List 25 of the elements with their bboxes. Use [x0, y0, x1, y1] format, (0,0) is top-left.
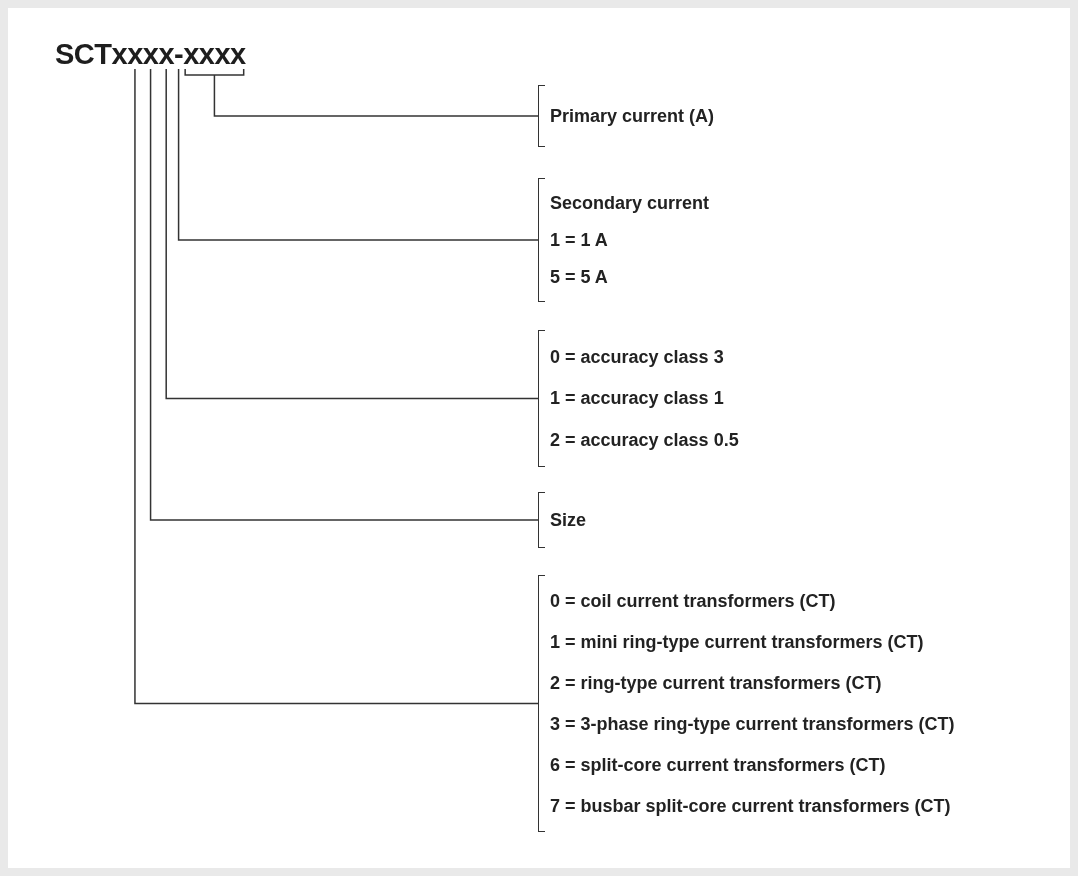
code-description: 0 = accuracy class 3 [550, 345, 725, 368]
leader-line [184, 68, 539, 117]
type-code: SCTxxxx-xxxx [55, 38, 246, 71]
bracket-group [538, 330, 739, 467]
code-description: 6 = split-core current transformers (CT) [550, 753, 887, 776]
code-description: 7 = busbar split-core current transformers (CT) [550, 794, 952, 817]
code-description: 3 = 3-phase ring-type current transformers (CT) [550, 712, 955, 735]
code-description: 1 = accuracy class 1 [550, 387, 725, 410]
code-description: Primary current (A) [550, 105, 715, 127]
bracket-group [538, 85, 715, 147]
code-description: 2 = ring-type current transformers (CT) [550, 672, 883, 695]
leader-line [134, 68, 539, 705]
leader-line [165, 68, 539, 400]
code-description: 5 = 5 A [550, 266, 609, 289]
bracket-group [538, 575, 955, 832]
bracket-group [538, 178, 710, 302]
leader-line [149, 68, 539, 521]
code-description: 1 = mini ring-type current transformers (CT) [550, 631, 925, 654]
code-description: 1 = 1 A [550, 229, 609, 251]
leader-line [177, 68, 539, 241]
bracket-group [538, 492, 587, 548]
code-description: 2 = accuracy class 0.5 [550, 429, 739, 452]
code-description: Size [550, 509, 587, 531]
code-description: 0 = coil current transformers (CT) [550, 590, 837, 613]
code-description: Secondary current [550, 191, 710, 214]
